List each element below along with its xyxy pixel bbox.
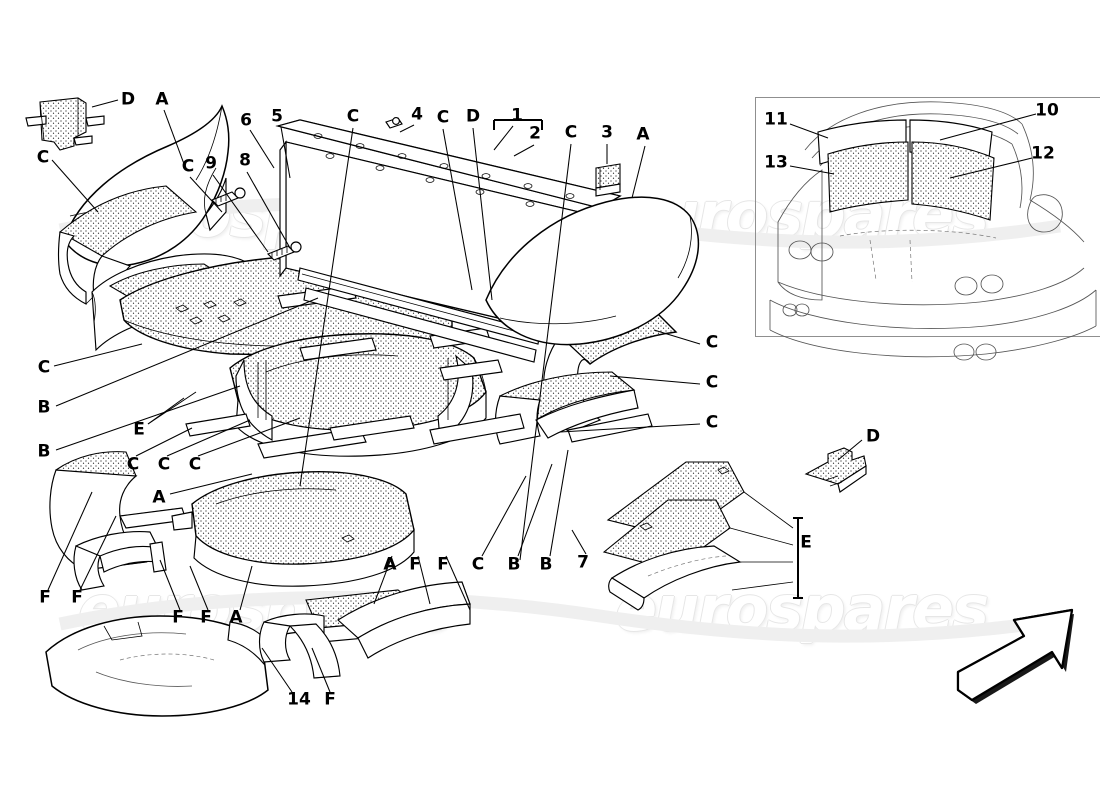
callout-label-c: C xyxy=(181,156,195,177)
callout-label-11: 11 xyxy=(764,109,788,130)
part-bracket-3 xyxy=(595,163,621,197)
callout-label-e: E xyxy=(133,419,145,440)
callout-label-e: E xyxy=(800,532,812,553)
callout-label-d: D xyxy=(120,89,136,110)
part-wheel-liner-14 xyxy=(45,615,269,717)
callout-label-f: F xyxy=(437,554,449,575)
callout-label-f: F xyxy=(39,587,51,608)
callout-label-b: B xyxy=(539,554,553,575)
callout-label-1: 1 xyxy=(511,105,523,126)
callout-label-a: A xyxy=(152,487,166,508)
callout-label-c: C xyxy=(564,122,578,143)
callout-label-c: C xyxy=(705,332,719,353)
inset-frame-border xyxy=(755,97,1100,337)
orientation-arrow-shape xyxy=(956,608,1074,704)
callout-label-f: F xyxy=(324,689,336,710)
callout-label-c: C xyxy=(436,107,450,128)
callout-label-b: B xyxy=(37,397,51,418)
callout-label-c: C xyxy=(37,357,51,378)
part-bottom-center-trim xyxy=(258,581,471,679)
callout-label-c: C xyxy=(705,372,719,393)
callout-label-a: A xyxy=(155,89,169,110)
callout-label-f: F xyxy=(172,607,184,628)
callout-label-d: D xyxy=(865,426,881,447)
callout-label-4: 4 xyxy=(411,104,423,125)
part-rear-shelf-cover-A-right xyxy=(485,196,700,346)
callout-label-a: A xyxy=(636,124,650,145)
part-clip-D-topleft xyxy=(25,97,105,151)
callout-label-6: 6 xyxy=(240,110,252,131)
callout-label-d: D xyxy=(465,106,481,127)
callout-label-c: C xyxy=(346,106,360,127)
callout-label-c: C xyxy=(157,454,171,475)
callout-label-12: 12 xyxy=(1031,143,1055,164)
callout-label-c: C xyxy=(126,454,140,475)
callout-label-c: C xyxy=(188,454,202,475)
bracket-label-1 xyxy=(493,119,543,130)
callout-label-5: 5 xyxy=(271,106,283,127)
callout-label-3: 3 xyxy=(601,122,613,143)
part-clip-D-right xyxy=(804,447,867,493)
callout-label-10: 10 xyxy=(1035,100,1059,121)
part-side-panel-F-left-lower xyxy=(73,531,167,591)
leader-lines-main xyxy=(47,99,863,693)
callout-label-f: F xyxy=(71,587,83,608)
callout-label-f: F xyxy=(200,607,212,628)
part-stack-E-group xyxy=(602,461,803,611)
callout-label-a: A xyxy=(229,607,243,628)
callout-label-b: B xyxy=(37,441,51,462)
callout-label-b: B xyxy=(507,554,521,575)
part-grommet-4 xyxy=(385,117,403,129)
callout-label-8: 8 xyxy=(239,150,251,171)
part-lower-carpet-A xyxy=(191,471,415,587)
callout-label-7: 7 xyxy=(577,552,589,573)
callout-label-a: A xyxy=(383,554,397,575)
callout-label-13: 13 xyxy=(764,152,788,173)
callout-label-f: F xyxy=(409,554,421,575)
callout-label-9: 9 xyxy=(205,153,217,174)
callout-label-14: 14 xyxy=(287,689,311,710)
callout-label-2: 2 xyxy=(529,123,541,144)
inset-vehicle-rear xyxy=(769,101,1097,361)
callout-label-c: C xyxy=(705,412,719,433)
part-bolts-8-9 xyxy=(210,187,302,261)
callout-label-c: C xyxy=(36,147,50,168)
callout-label-c: C xyxy=(471,554,485,575)
